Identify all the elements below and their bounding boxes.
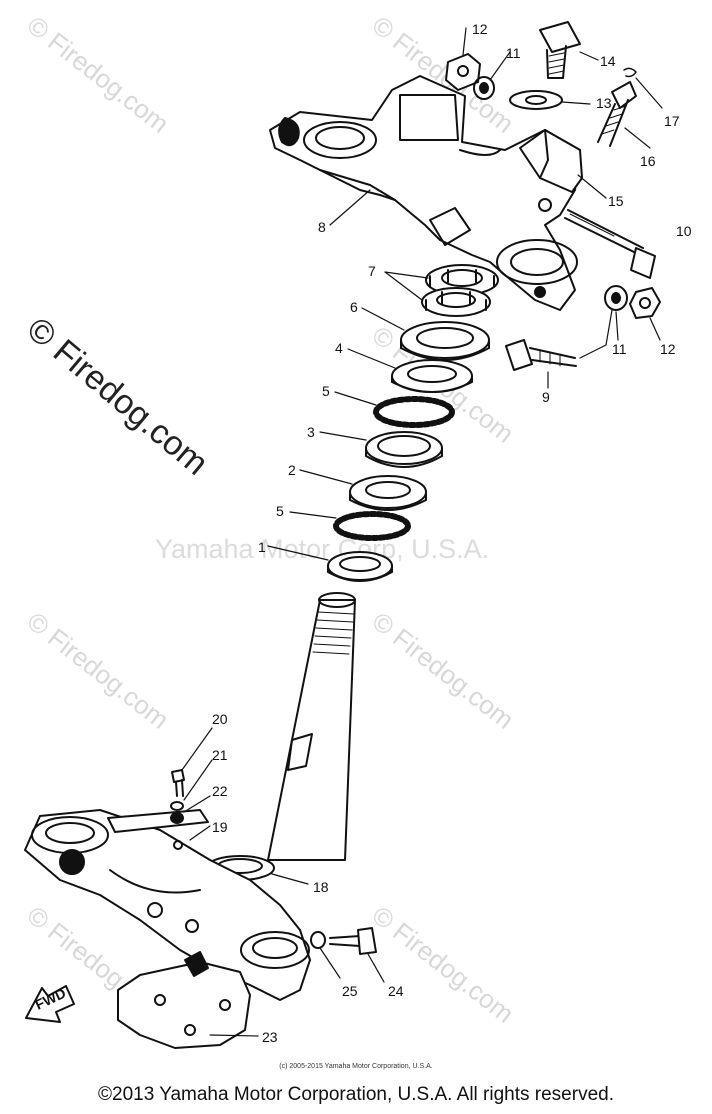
callout-11: 11 (612, 341, 627, 357)
callout-25: 25 (342, 983, 358, 999)
ball-race-2 (299, 469, 427, 511)
ball-race-4 (347, 348, 473, 393)
callout-3: 3 (307, 424, 315, 440)
callout-labels: 1234556789101111121213141516171819202122… (212, 21, 692, 1045)
balls-5-upper (334, 391, 455, 428)
callout-22: 22 (212, 783, 228, 799)
seal-1 (267, 545, 393, 582)
callout-8: 8 (318, 219, 326, 235)
bolt-16 (597, 81, 651, 149)
nut-12-top (445, 27, 481, 91)
under-bracket (24, 809, 311, 1001)
fwd-arrow (25, 985, 75, 1023)
bolt-20-washers (170, 727, 213, 824)
callout-1: 1 (258, 539, 266, 555)
callout-18: 18 (313, 879, 329, 895)
upper-crown (269, 75, 581, 311)
callout-9: 9 (542, 389, 550, 405)
callout-13: 13 (596, 95, 612, 111)
callout-5: 5 (276, 503, 284, 519)
callout-23: 23 (262, 1029, 278, 1045)
copyright-notice: ©2013 Yamaha Motor Corporation, U.S.A. A… (98, 1084, 614, 1105)
callout-6: 6 (350, 299, 358, 315)
steering-lock-23 (117, 951, 259, 1049)
callout-12: 12 (660, 341, 676, 357)
callout-20: 20 (212, 711, 228, 727)
callout-16: 16 (640, 153, 656, 169)
ball-race-3 (319, 431, 443, 468)
callout-24: 24 (388, 983, 404, 999)
callout-10: 10 (676, 223, 692, 239)
callout-12: 12 (472, 21, 488, 37)
washer-11-right (604, 285, 628, 341)
balls-5-lower (289, 511, 411, 541)
callout-17: 17 (664, 113, 680, 129)
steering-exploded-diagram: FWD 123455678910111112121314151617181920… (24, 21, 692, 1049)
callout-21: 21 (212, 747, 228, 763)
callout-7: 7 (368, 263, 376, 279)
washer-13 (509, 90, 591, 110)
callout-15: 15 (608, 193, 624, 209)
bolt-10 (564, 209, 656, 279)
steering-stem (267, 592, 356, 861)
callout-14: 14 (600, 53, 616, 69)
callout-2: 2 (288, 462, 296, 478)
bolt-14 (539, 21, 599, 79)
callout-4: 4 (335, 340, 343, 356)
ring-nuts-7 (384, 264, 499, 317)
callout-11: 11 (506, 45, 521, 61)
washer-11-top (473, 51, 511, 100)
callout-5: 5 (322, 383, 330, 399)
holder-15 (519, 129, 607, 199)
bolt-9 (505, 309, 613, 389)
small-credit: (c) 2005-2015 Yamaha Motor Corporation, … (279, 1063, 433, 1070)
callout-19: 19 (212, 819, 228, 835)
dust-seal-6 (361, 307, 490, 361)
nut-12-right (629, 287, 661, 341)
bolt-24-washer-25 (310, 927, 385, 983)
clip-17 (623, 67, 663, 109)
